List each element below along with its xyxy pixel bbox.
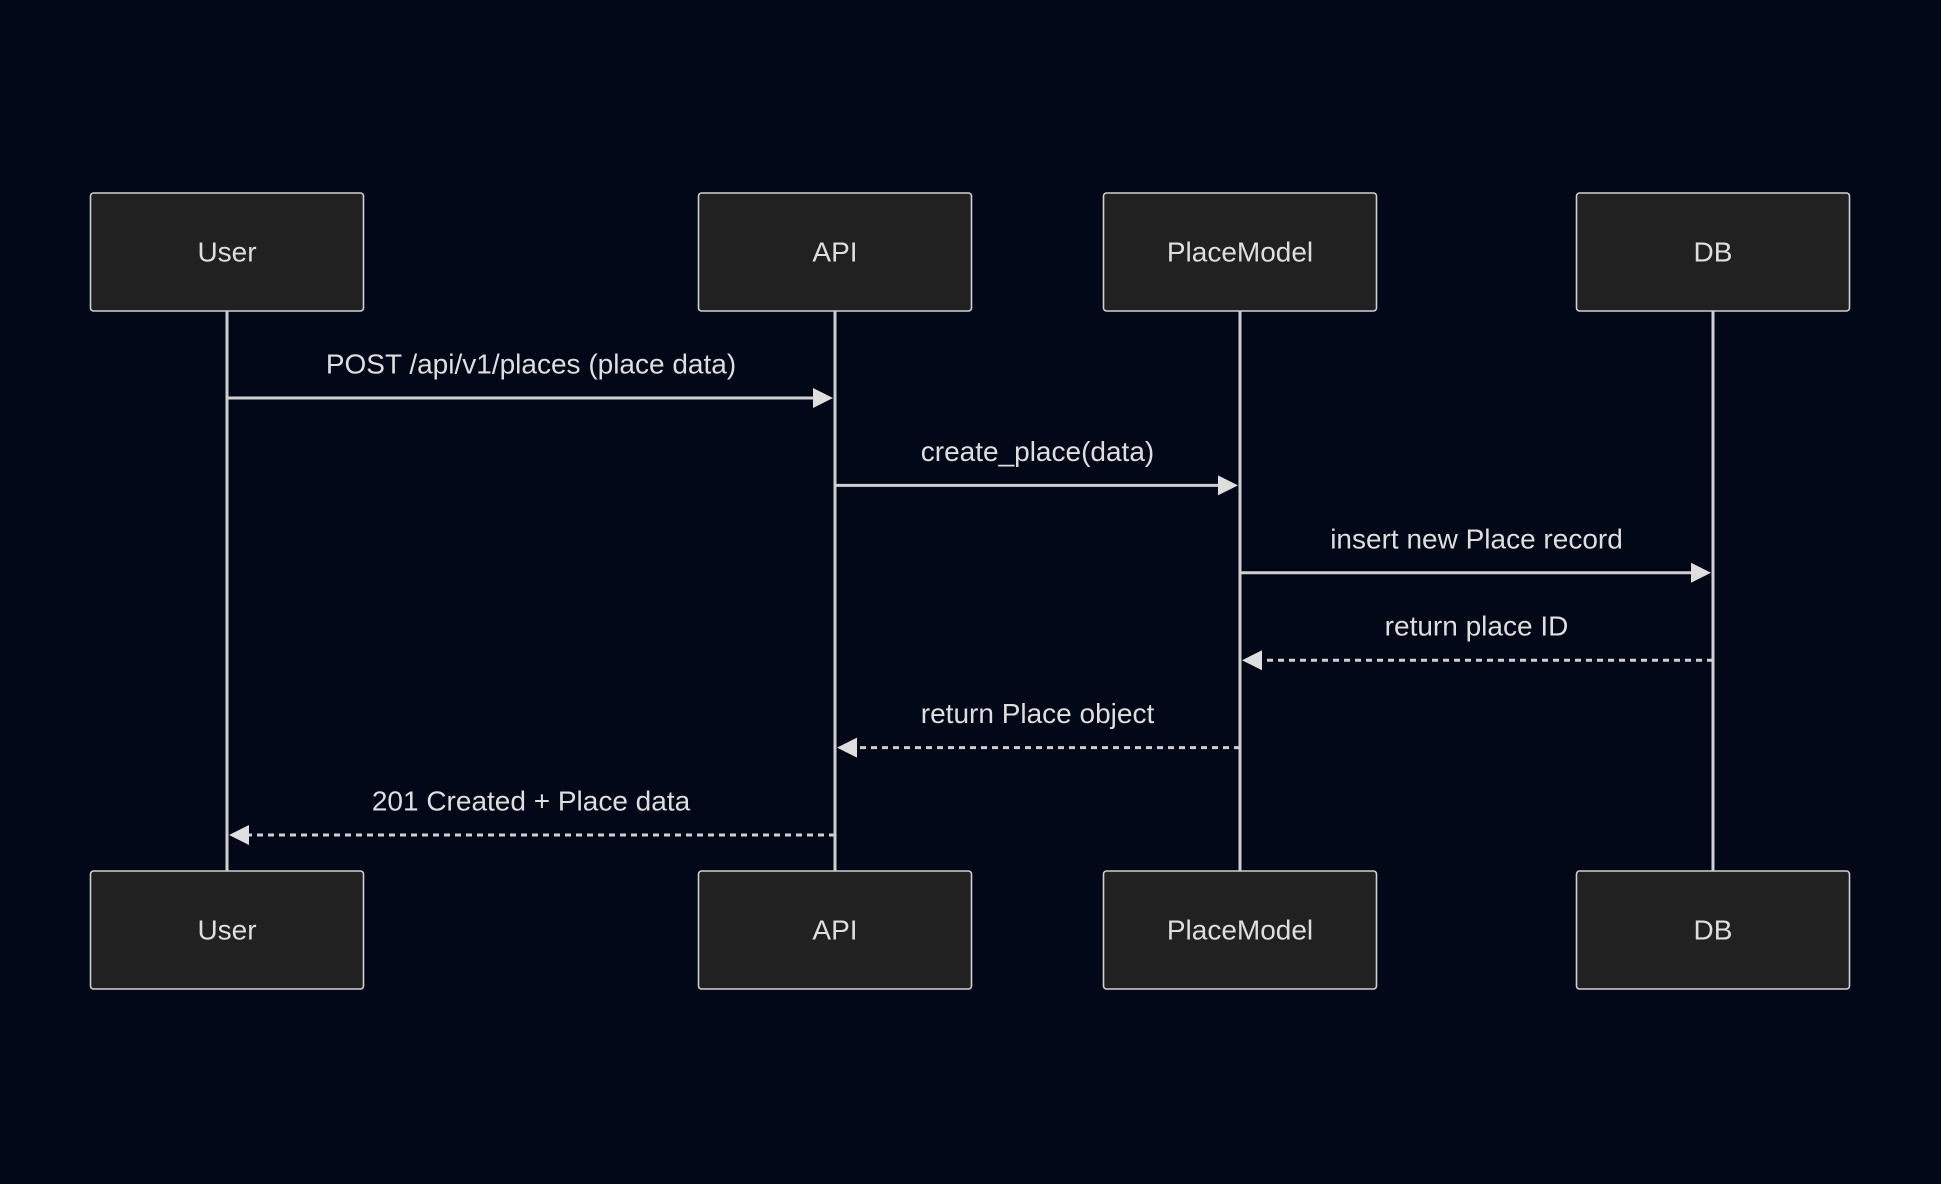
actor-label: User: [197, 915, 256, 946]
message-label: insert new Place record: [1330, 523, 1623, 554]
actor-db-top: DB: [1575, 192, 1851, 312]
message-3: insert new Place record: [1240, 523, 1711, 583]
actor-box: [1575, 192, 1851, 312]
actor-db-bottom: DB: [1575, 870, 1851, 990]
actor-box: [1102, 870, 1378, 990]
actor-box: [697, 870, 973, 990]
lifelines: [225, 311, 1715, 871]
actor-label: API: [812, 237, 857, 268]
message-label: create_place(data): [921, 436, 1154, 467]
actor-label: PlaceModel: [1167, 237, 1313, 268]
actor-box: [89, 192, 365, 312]
message-label: return Place object: [921, 698, 1155, 729]
actor-label: API: [812, 915, 857, 946]
arrowhead-icon: [229, 825, 249, 845]
message-6: 201 Created + Place data: [229, 786, 835, 845]
actor-box: [1102, 192, 1378, 312]
message-2: create_place(data): [835, 436, 1238, 496]
actor-label: PlaceModel: [1167, 915, 1313, 946]
actor-box: [89, 870, 365, 990]
actor-label: DB: [1694, 237, 1733, 268]
actor-model-top: PlaceModel: [1102, 192, 1378, 312]
message-label: return place ID: [1385, 611, 1569, 642]
message-1: POST /api/v1/places (place data): [227, 349, 833, 408]
actor-api-top: API: [697, 192, 973, 312]
messages: POST /api/v1/places (place data) create_p…: [227, 349, 1713, 845]
arrowhead-icon: [1242, 650, 1262, 671]
actor-user-top: User: [89, 192, 365, 312]
actor-api-bottom: API: [697, 870, 973, 990]
message-label: POST /api/v1/places (place data): [326, 349, 736, 380]
message-label: 201 Created + Place data: [372, 786, 691, 817]
actor-user-bottom: User: [89, 870, 365, 990]
message-4: return place ID: [1242, 611, 1713, 671]
arrowhead-icon: [1218, 475, 1238, 496]
actor-label: User: [197, 237, 256, 268]
arrowhead-icon: [813, 388, 833, 408]
arrowhead-icon: [1691, 562, 1711, 583]
message-5: return Place object: [837, 698, 1240, 758]
actor-label: DB: [1694, 915, 1733, 946]
actor-box: [1575, 870, 1851, 990]
actor-box: [697, 192, 973, 312]
actor-model-bottom: PlaceModel: [1102, 870, 1378, 990]
arrowhead-icon: [837, 737, 857, 758]
